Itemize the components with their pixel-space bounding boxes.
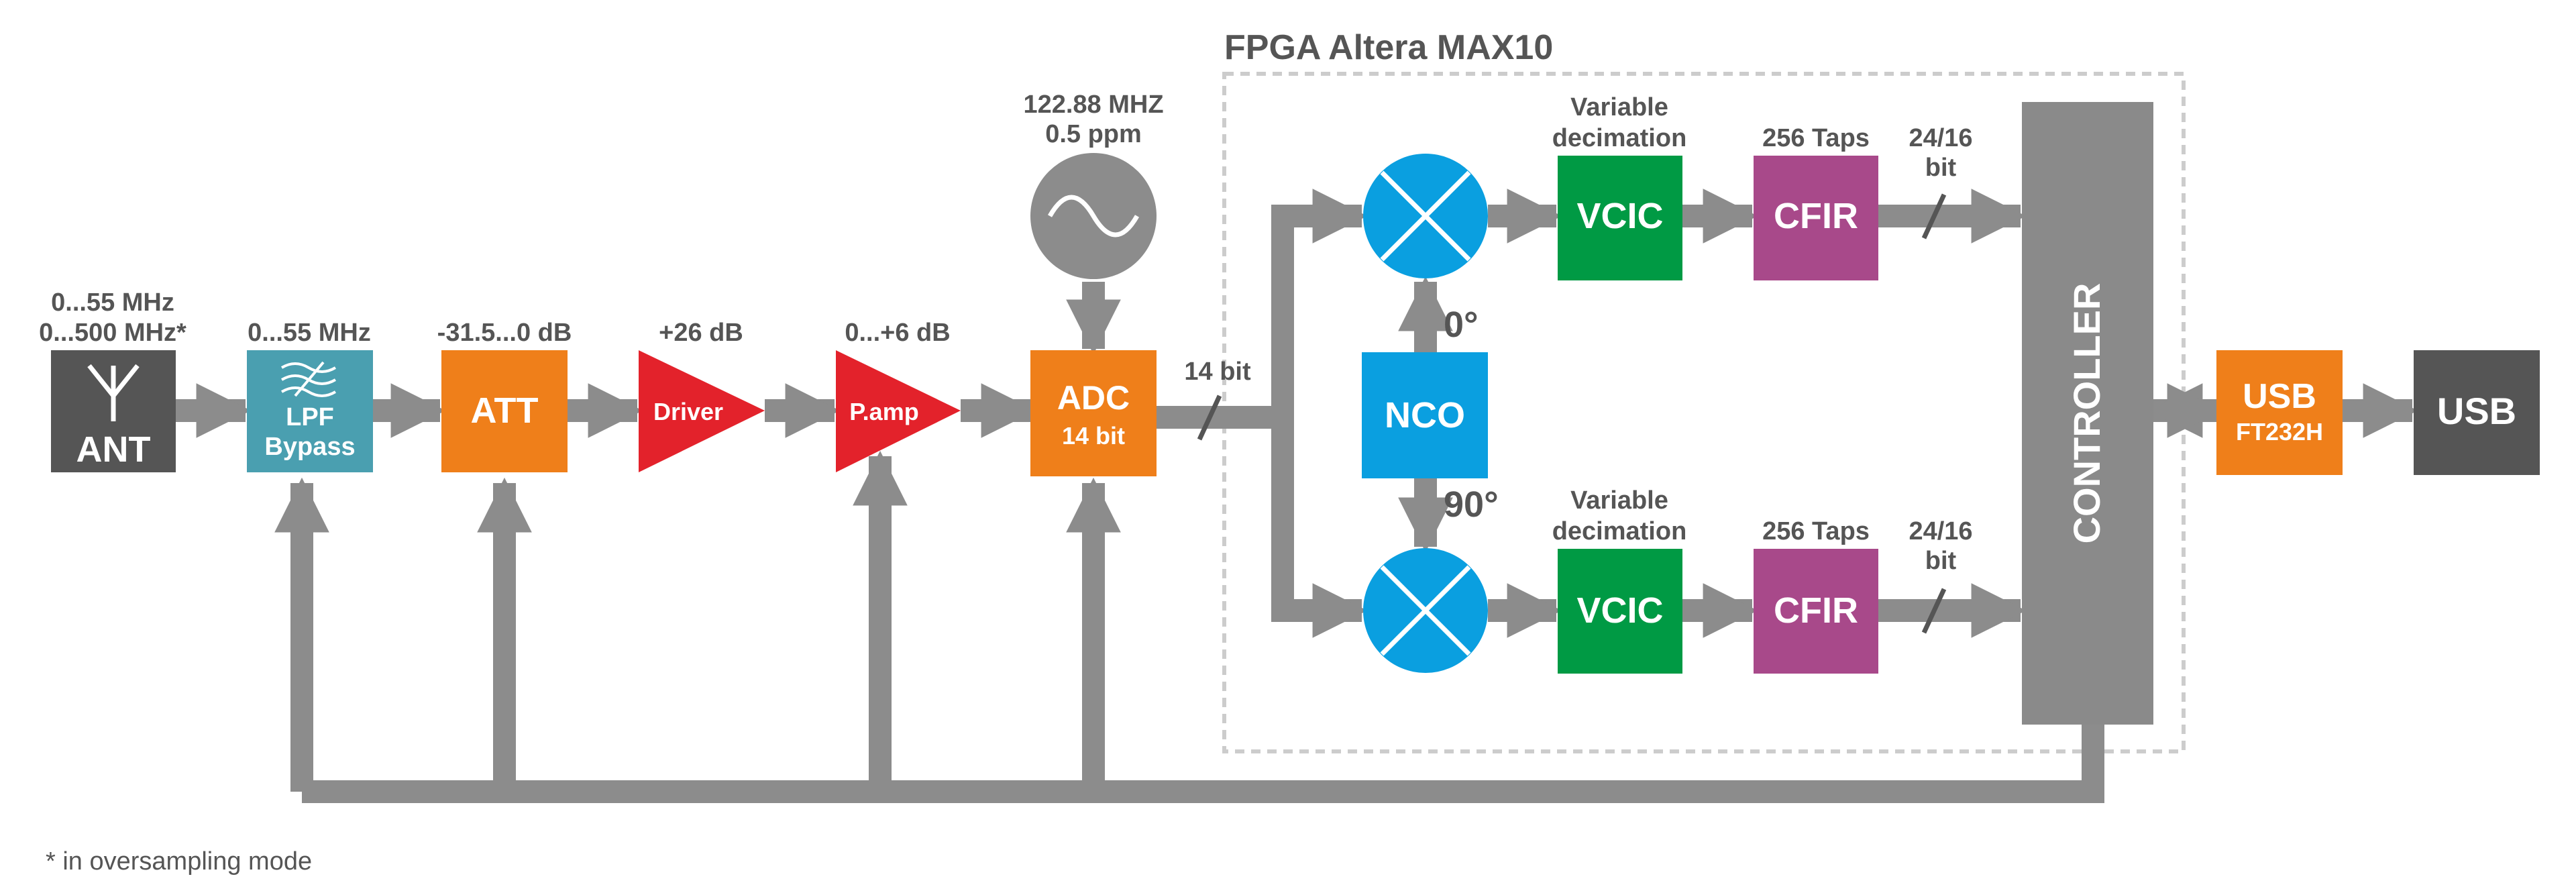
cfir-bottom-box <box>1754 549 1878 674</box>
pamp-label: P.amp <box>849 398 918 425</box>
driver-spec: +26 dB <box>659 319 743 347</box>
footnote: * in oversampling mode <box>46 847 312 876</box>
vcic-bottom-caption2: decimation <box>1552 517 1687 545</box>
cfir-top-taps: 256 Taps <box>1762 124 1870 152</box>
bus-bottom-width2: bit <box>1925 547 1957 575</box>
bus-bottom-width1: 24/16 <box>1909 517 1972 545</box>
controller-box <box>2022 102 2153 725</box>
osc-line2: 0.5 ppm <box>1045 120 1142 148</box>
sine-wave-icon <box>1047 195 1140 238</box>
mixer-top <box>1363 154 1488 278</box>
bus-slashes <box>1197 193 1947 634</box>
antenna-block: 0...55 MHz 0...500 MHz* ANT <box>39 288 186 472</box>
adc-block: ADC 14 bit 14 bit <box>1030 350 1251 476</box>
lpf-spec: 0...55 MHz <box>248 319 371 347</box>
cfir-bottom-label: CFIR <box>1774 590 1858 631</box>
vcic-bottom-label: VCIC <box>1576 590 1663 631</box>
cfir-top-label: CFIR <box>1774 196 1858 236</box>
lpf-line1: LPF <box>286 403 334 431</box>
driver-block: +26 dB Driver <box>639 319 765 472</box>
adc-box <box>1030 350 1157 476</box>
att-label: ATT <box>471 390 539 431</box>
vcic-top-caption2: decimation <box>1552 124 1687 152</box>
att-spec: -31.5...0 dB <box>437 319 572 347</box>
usb-chip-box <box>2216 350 2343 475</box>
vcic-top-label: VCIC <box>1576 196 1663 236</box>
bus-top-width1: 24/16 <box>1909 124 1972 152</box>
fpga-title: FPGA Altera MAX10 <box>1224 28 1553 67</box>
vcic-bottom-block: Variable decimation VCIC <box>1552 486 1687 674</box>
antenna-label: ANT <box>76 429 151 470</box>
lpf-box <box>247 350 373 472</box>
antenna-freq-1: 0...55 MHz <box>51 288 174 317</box>
multiply-icon <box>1380 170 1471 262</box>
att-box <box>441 350 568 472</box>
adc-bits: 14 bit <box>1062 422 1125 450</box>
driver-triangle <box>639 350 765 472</box>
usb-port-label: USB <box>2437 390 2516 432</box>
pamp-spec: 0...+6 dB <box>845 319 950 347</box>
driver-label: Driver <box>653 398 723 425</box>
controller-label: CONTROLLER <box>2065 283 2108 544</box>
usb-chip-label: USB <box>2243 377 2316 416</box>
antenna-icon <box>87 364 140 421</box>
lpf-line2: Bypass <box>264 433 355 461</box>
cfir-top-block: 256 Taps CFIR <box>1754 124 1878 280</box>
nco-phase-top: 0° <box>1444 305 1479 345</box>
bus-to-mixer-top <box>1271 189 1368 417</box>
nco-block: NCO 0° 90° <box>1362 305 1499 525</box>
nco-phase-bottom: 90° <box>1444 484 1499 525</box>
slash-bottom-bus <box>1921 588 1947 634</box>
controller-block: CONTROLLER <box>2022 102 2153 725</box>
mixer-bottom <box>1363 548 1488 673</box>
cfir-bottom-block: 256 Taps CFIR <box>1754 517 1878 674</box>
cfir-bottom-taps: 256 Taps <box>1762 517 1870 545</box>
vcic-top-box <box>1558 156 1682 280</box>
antenna-freq-2: 0...500 MHz* <box>39 319 186 347</box>
adc-label: ADC <box>1057 379 1130 417</box>
control-bus <box>302 725 2104 803</box>
pamp-block: 0...+6 dB P.amp <box>836 319 961 472</box>
adc-bus-width: 14 bit <box>1184 358 1251 386</box>
pamp-triangle <box>836 350 961 472</box>
att-block: -31.5...0 dB ATT <box>437 319 572 472</box>
cfir-top-box <box>1754 156 1878 280</box>
vcic-bottom-box <box>1558 549 1682 674</box>
nco-label: NCO <box>1385 395 1465 435</box>
usb-port-block: USB <box>2414 350 2540 475</box>
vcic-top-block: Variable decimation VCIC <box>1552 93 1687 280</box>
vcic-top-caption1: Variable <box>1570 93 1668 121</box>
slash-top-bus <box>1921 193 1947 240</box>
usb-chip-model: FT232H <box>2236 418 2323 445</box>
osc-line1: 122.88 MHZ <box>1023 91 1163 119</box>
oscillator-block: 122.88 MHZ 0.5 ppm <box>1023 91 1164 279</box>
filter-icon <box>280 361 337 397</box>
slash-adc-bus <box>1197 394 1222 441</box>
vcic-bottom-caption1: Variable <box>1570 486 1668 515</box>
usb-port-box <box>2414 350 2540 475</box>
multiply-icon <box>1380 565 1471 656</box>
signal-arrows <box>176 189 2418 803</box>
usb-chip-block: USB FT232H <box>2216 350 2343 475</box>
lpf-block: 0...55 MHz LPF Bypass <box>247 319 373 472</box>
bus-to-mixer-bottom <box>1271 417 1368 638</box>
bus-top-width2: bit <box>1925 154 1957 182</box>
nco-box <box>1362 352 1488 478</box>
